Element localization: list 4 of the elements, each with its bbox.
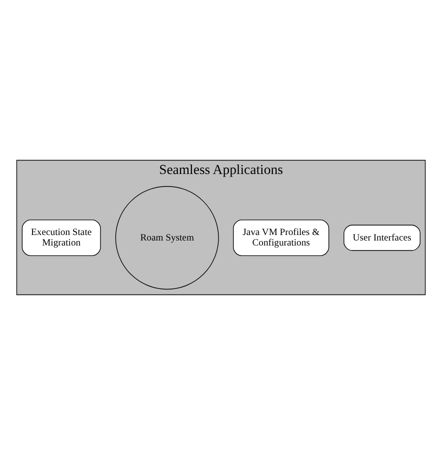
node-circle: Roam System xyxy=(115,186,219,290)
node-box: Execution State Migration xyxy=(22,220,101,256)
node-box: User Interfaces xyxy=(344,224,420,251)
node-box: Java VM Profiles & Configurations xyxy=(233,220,330,256)
